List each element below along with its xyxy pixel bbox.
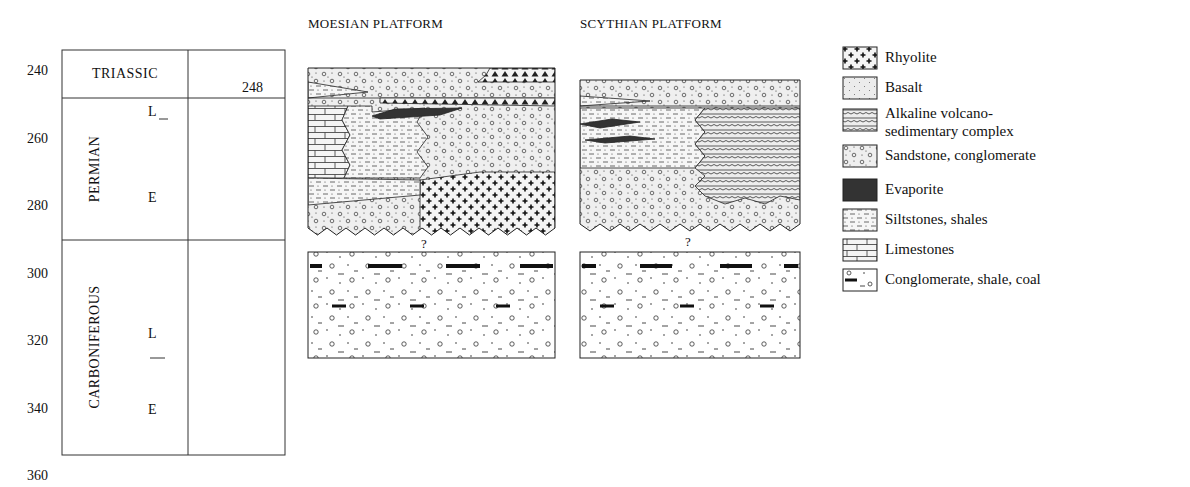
legend-pattern <box>843 179 877 201</box>
age-tick-label: 360 <box>8 468 48 484</box>
legend-label: Siltstones, shales <box>885 210 1050 228</box>
legend-swatch <box>842 268 878 292</box>
period-cell: CARBONIFEROUS L E <box>62 240 188 455</box>
legend-swatch <box>842 144 878 168</box>
legend-swatch <box>842 238 878 262</box>
age-tick-label: 280 <box>8 198 48 214</box>
period-name: PERMIAN <box>87 136 103 203</box>
legend-label: Basalt <box>885 78 1050 96</box>
legend-pattern <box>843 209 877 231</box>
age-label: 248 <box>242 80 263 96</box>
column-title: MOESIAN PLATFORM <box>308 16 443 32</box>
epoch-label: L <box>148 104 157 120</box>
legend-pattern <box>843 269 877 291</box>
legend-swatch <box>842 178 878 202</box>
legend-pattern <box>843 77 877 99</box>
uncertainty-mark: ? <box>421 236 427 252</box>
period-name: TRIASSIC <box>62 66 188 82</box>
period-cell: TRIASSIC <box>62 50 188 98</box>
legend-swatch <box>842 108 878 132</box>
legend-pattern <box>843 109 877 131</box>
age-tick-label: 300 <box>8 266 48 282</box>
period-name: CARBONIFEROUS <box>87 285 103 408</box>
epoch-label: L <box>148 326 157 342</box>
legend-label: Alkaline volcano-sedimentary complex <box>885 104 1050 140</box>
column-title: SCYTHIAN PLATFORM <box>580 16 722 32</box>
legend-swatch <box>842 76 878 100</box>
age-tick-label: 240 <box>8 63 48 79</box>
epoch-label: E <box>148 190 157 206</box>
legend-label: Limestones <box>885 240 1050 258</box>
period-cell: PERMIAN L E <box>62 98 188 240</box>
legend-label: Rhyolite <box>885 48 1050 66</box>
uncertainty-mark: ? <box>685 234 691 250</box>
legend-pattern <box>843 145 877 167</box>
age-tick-label: 340 <box>8 401 48 417</box>
legend-pattern <box>843 47 877 69</box>
legend-label: Sandstone, conglomerate <box>885 146 1050 164</box>
legend-label: Evaporite <box>885 180 1050 198</box>
legend-pattern <box>843 239 877 261</box>
age-tick-label: 260 <box>8 131 48 147</box>
age-tick-label: 320 <box>8 333 48 349</box>
legend-swatch <box>842 208 878 232</box>
epoch-label: E <box>148 402 157 418</box>
legend-label: Conglomerate, shale, coal <box>885 270 1050 288</box>
legend-swatch <box>842 46 878 70</box>
